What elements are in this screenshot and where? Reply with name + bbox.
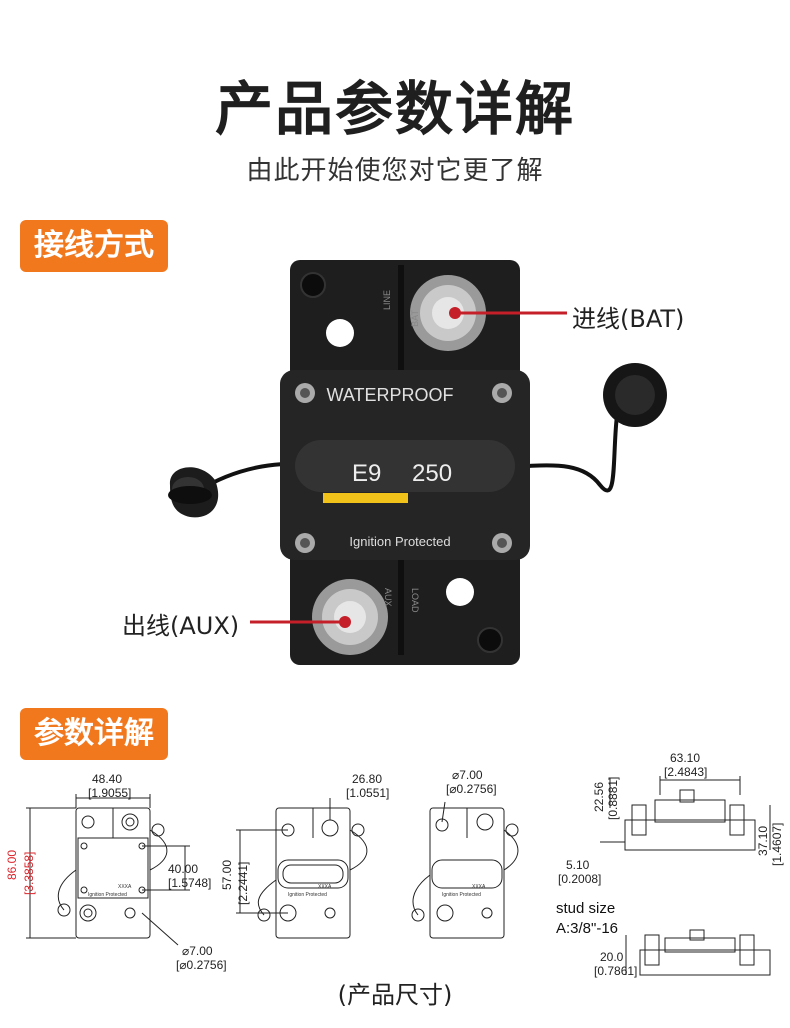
stud-size-label: stud size xyxy=(556,900,616,917)
stud-size-value: A:3/8"-16 xyxy=(556,920,619,937)
dim-side-h2-in: [1.4607] xyxy=(770,822,784,866)
dim-height: 86.00 xyxy=(5,849,19,880)
page-subtitle: 由此开始使您对它更了解 xyxy=(246,156,544,186)
dim-stud-h: 20.0 xyxy=(600,950,624,964)
dimension-drawings xyxy=(26,776,771,976)
dim-stud-h-in: [0.7861] xyxy=(594,964,638,978)
device-rating: 250 xyxy=(412,460,453,487)
dim-offset: 26.80 xyxy=(352,772,383,786)
callout-input-bat: 进线(BAT) xyxy=(572,305,685,333)
dim-side-width-in: [2.4843] xyxy=(664,765,708,779)
device-label-waterproof: WATERPROOF xyxy=(326,385,454,405)
dim-width-top-in: [1.9055] xyxy=(88,786,132,800)
dim-hole-dia-in: [⌀0.2756] xyxy=(176,958,227,972)
drawing3-label: Ignition Protected xyxy=(442,892,481,898)
device-label-line: LINE xyxy=(382,290,392,311)
dim-hole-spacing-in: [1.5748] xyxy=(168,876,212,890)
page-title: 产品参数详解 xyxy=(214,75,575,143)
caption-product-dimensions: (产品尺寸) xyxy=(337,981,453,1009)
device-label-aux: AUX xyxy=(383,588,393,607)
drawing2-label: Ignition Protected xyxy=(288,892,327,898)
dim-offset-in: [1.0551] xyxy=(346,786,390,800)
dim-side-h1-in: [0.8881] xyxy=(606,776,620,820)
device-label-ignition: Ignition Protected xyxy=(349,534,451,549)
device-model: E9 xyxy=(352,460,382,487)
dim-hole-dia: ⌀7.00 xyxy=(182,944,213,958)
dim-height2: 57.00 xyxy=(220,859,234,890)
dim-hole-dia-top-in: [⌀0.2756] xyxy=(446,782,497,796)
drawing3-rating: XXXA xyxy=(472,884,486,890)
device-label-bat: BAT xyxy=(410,310,420,327)
drawing2-rating: XXXA xyxy=(318,884,332,890)
section-tag-params: 参数详解 xyxy=(20,708,168,760)
drawing1-label: Ignition Protected xyxy=(88,892,127,898)
callout-output-aux: 出线(AUX) xyxy=(122,612,240,640)
dim-base-h: 5.10 xyxy=(566,858,590,872)
section-tag-wiring: 接线方式 xyxy=(20,220,168,272)
dim-hole-dia-top: ⌀7.00 xyxy=(452,768,483,782)
dim-base-h-in: [0.2008] xyxy=(558,872,602,886)
dim-hole-spacing: 40.00 xyxy=(168,862,199,876)
dim-width-top: 48.40 xyxy=(92,772,123,786)
device-label-load: LOAD xyxy=(410,588,420,613)
drawing1-rating: XXXA xyxy=(118,884,132,890)
dim-side-h1: 22.56 xyxy=(592,781,606,812)
dim-height2-in: [2.2441] xyxy=(236,861,250,905)
dim-height-in: [3.3858] xyxy=(22,851,36,895)
circuit-breaker-image xyxy=(168,260,667,665)
dim-side-h2: 37.10 xyxy=(756,825,770,856)
dim-side-width: 63.10 xyxy=(670,751,701,765)
